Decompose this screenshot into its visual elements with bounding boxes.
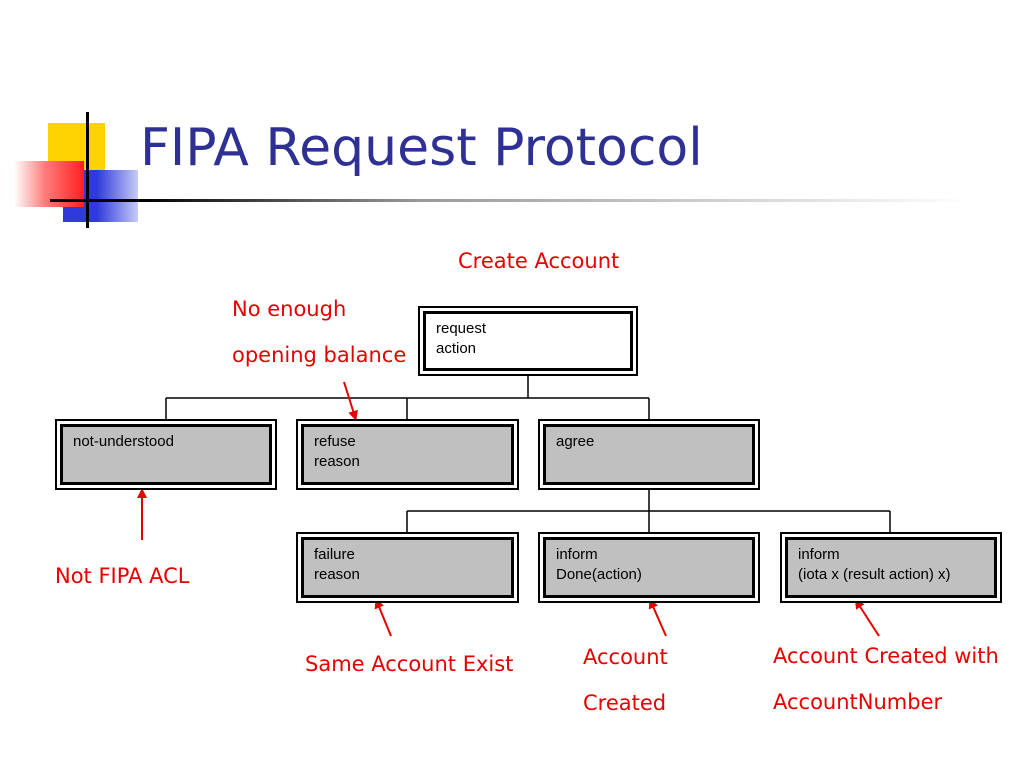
deco-vertical-line: [86, 112, 89, 228]
node-request: request action: [418, 306, 638, 376]
arrow-same-account: [374, 598, 392, 637]
annotation-not-fipa: Not FIPA ACL: [55, 564, 190, 588]
arrow-account-created: [648, 598, 667, 637]
annotation-no-enough: No enough: [232, 297, 347, 321]
node-not-understood: not-understood: [55, 419, 277, 490]
slide-title: FIPA Request Protocol: [140, 118, 703, 178]
annotation-account: Account: [583, 645, 668, 669]
node-failure: failure reason: [296, 532, 519, 603]
node-agree: agree: [538, 419, 760, 490]
arrow-no-enough: [343, 381, 358, 421]
node-inform-done: inform Done(action): [538, 532, 760, 603]
annotation-created: Created: [583, 691, 667, 715]
node-refuse: refuse reason: [296, 419, 519, 490]
node-inform-iota: inform (iota x (result action) x): [780, 532, 1002, 603]
annotation-opening-balance: opening balance: [232, 343, 407, 367]
arrow-account-number: [854, 598, 880, 637]
annotation-account-created-with: Account Created with: [773, 644, 999, 668]
annotation-same-account: Same Account Exist: [305, 652, 514, 676]
annotation-create-account: Create Account: [458, 249, 620, 273]
annotation-account-number: AccountNumber: [773, 690, 943, 714]
title-underline: [50, 199, 970, 202]
